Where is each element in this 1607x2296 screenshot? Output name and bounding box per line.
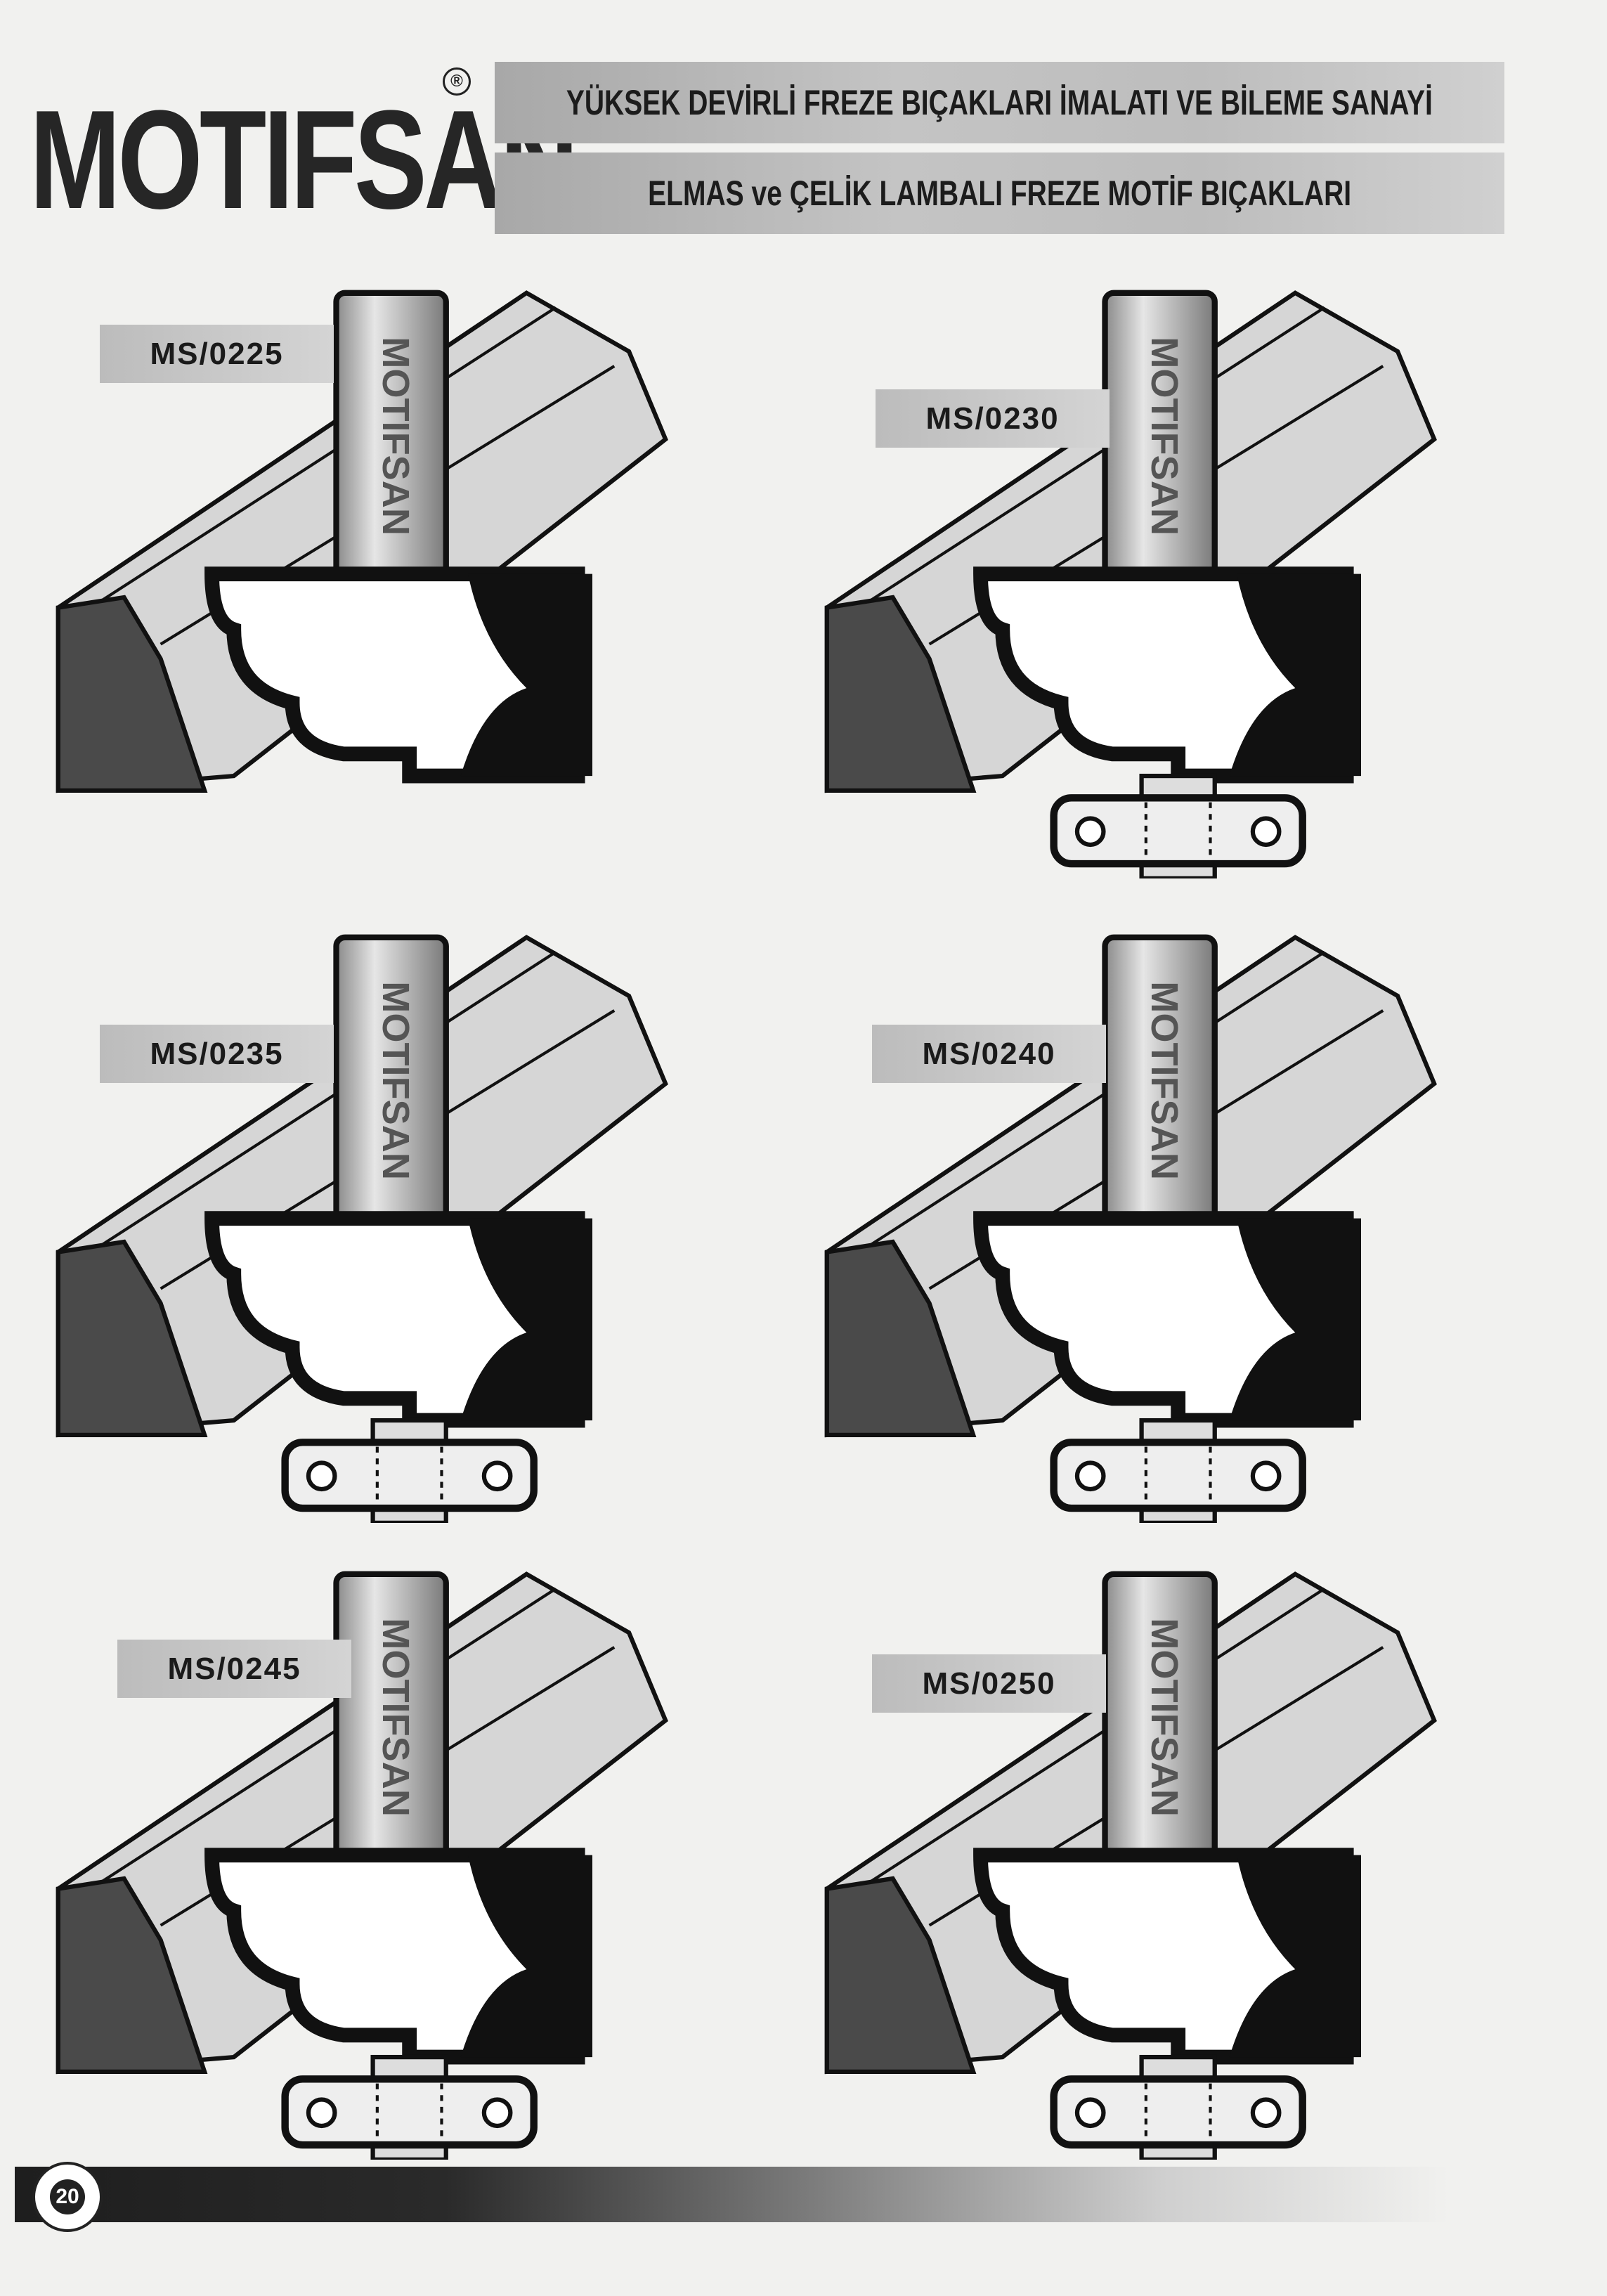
wood-end-grain xyxy=(824,1876,977,2075)
bearing xyxy=(1050,794,1306,868)
product-panel-ms0235: MOTIFSAN xyxy=(44,908,805,1523)
bearing-ball-icon xyxy=(1074,2097,1106,2129)
bearing-ball-icon xyxy=(481,2097,513,2129)
wood-end-grain xyxy=(824,1239,977,1438)
wood-end-grain xyxy=(56,1876,208,2075)
bearing xyxy=(1050,2075,1306,2149)
page-number-badge: 20 xyxy=(32,2162,103,2232)
shank-logo-text: MOTIFSAN xyxy=(375,981,417,1180)
brand-logo: MOTIFSAN xyxy=(30,84,579,235)
bearing-ball-icon xyxy=(1250,2097,1282,2129)
bearing-ball-icon xyxy=(1250,816,1282,848)
shank-logo-text: MOTIFSAN xyxy=(375,1618,417,1817)
molding-edge-line xyxy=(101,306,557,602)
product-code-label: MS/0225 xyxy=(100,325,334,383)
cutter-blade-profile xyxy=(1229,573,1362,777)
cutter-blade-profile xyxy=(1229,1855,1362,2058)
cutter-blade-profile xyxy=(460,573,593,777)
molding-edge-line xyxy=(101,950,557,1246)
product-code-label: MS/0245 xyxy=(117,1640,351,1698)
header-banner-category: ELMAS ve ÇELİK LAMBALI FREZE MOTİF BIÇAK… xyxy=(495,153,1504,234)
brand-logo-text: MOTIFSAN xyxy=(30,82,579,238)
bearing-ball-icon xyxy=(306,1460,337,1492)
product-code-label: MS/0240 xyxy=(872,1025,1106,1083)
bearing-ball-icon xyxy=(1074,1460,1106,1492)
header-line-1: YÜKSEK DEVİRLİ FREZE BIÇAKLARI İMALATI V… xyxy=(566,83,1433,122)
bearing-ball-icon xyxy=(1074,816,1106,848)
product-code-label: MS/0235 xyxy=(100,1025,334,1083)
header-line-2: ELMAS ve ÇELİK LAMBALI FREZE MOTİF BIÇAK… xyxy=(648,174,1351,213)
bearing xyxy=(281,2075,538,2149)
shank-logo-text: MOTIFSAN xyxy=(1143,981,1185,1180)
wood-end-grain xyxy=(824,595,977,793)
bearing-ball-icon xyxy=(1250,1460,1282,1492)
wood-end-grain xyxy=(56,595,208,793)
product-panel-ms0245: MOTIFSAN xyxy=(44,1545,805,2160)
product-panel-ms0230: MOTIFSAN xyxy=(812,264,1573,878)
molding-edge-line xyxy=(101,1587,557,1883)
footer-gradient-bar xyxy=(15,2167,1449,2222)
wood-end-grain xyxy=(56,1239,208,1438)
page-number: 20 xyxy=(50,2179,85,2214)
bearing-ball-icon xyxy=(481,1460,513,1492)
registered-mark: ® xyxy=(443,67,471,96)
header-banner-company: YÜKSEK DEVİRLİ FREZE BIÇAKLARI İMALATI V… xyxy=(495,62,1504,143)
bearing-ball-icon xyxy=(306,2097,337,2129)
bearing xyxy=(281,1439,538,1512)
product-panel-ms0250: MOTIFSAN xyxy=(812,1545,1573,2160)
product-code-label: MS/0250 xyxy=(872,1654,1106,1713)
molding-edge-line xyxy=(870,950,1326,1246)
product-code-label: MS/0230 xyxy=(876,389,1110,448)
molding-edge-line xyxy=(870,306,1326,602)
cutter-blade-profile xyxy=(460,1218,593,1421)
product-panel-ms0225: MOTIFSAN xyxy=(44,264,805,878)
cutter-blade-profile xyxy=(460,1855,593,2058)
shank-logo-text: MOTIFSAN xyxy=(375,337,417,536)
cutter-blade-profile xyxy=(1229,1218,1362,1421)
molding-edge-line xyxy=(870,1587,1326,1883)
shank-logo-text: MOTIFSAN xyxy=(1143,1618,1185,1817)
shank-logo-text: MOTIFSAN xyxy=(1143,337,1185,536)
product-panel-ms0240: MOTIFSAN xyxy=(812,908,1573,1523)
bearing xyxy=(1050,1439,1306,1512)
